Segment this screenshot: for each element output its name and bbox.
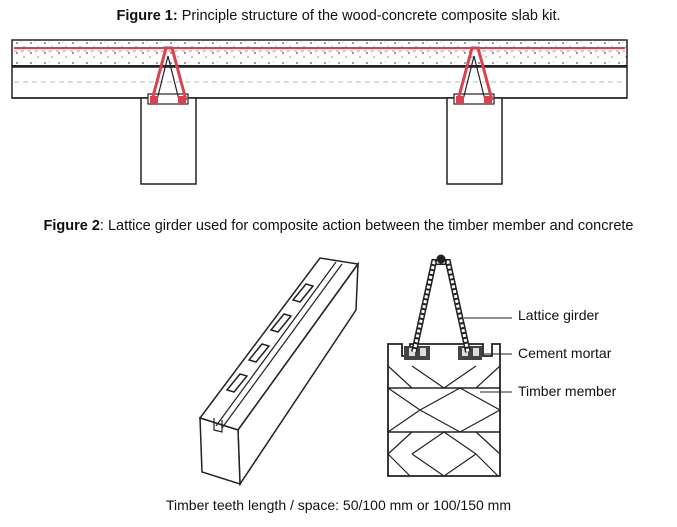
label-timber-member: Timber member xyxy=(518,383,617,399)
figure-2-caption-text: : Lattice girder used for composite acti… xyxy=(99,218,634,234)
figure-2-label: Figure 2 xyxy=(43,218,100,234)
figure-2-caption: Figure 2: Lattice girder used for compos… xyxy=(0,218,677,234)
timber-beam-right xyxy=(446,97,503,185)
timber-tooth xyxy=(225,373,249,393)
timber-beam-left xyxy=(140,97,197,185)
timber-tooth xyxy=(269,313,293,333)
timber-tooth xyxy=(291,283,315,303)
label-cement-mortar: Cement mortar xyxy=(518,345,612,361)
timber-cross-section-figure xyxy=(387,254,512,477)
timber-end-face xyxy=(199,416,241,486)
lattice-girder-section xyxy=(411,254,471,353)
figure-1-caption-text: Principle structure of the wood-concrete… xyxy=(177,8,561,24)
figure-1-label: Figure 1: xyxy=(116,8,178,24)
composite-slab-figure xyxy=(11,39,628,185)
lattice-girder-left xyxy=(147,46,189,105)
footnote: Timber teeth length / space: 50/100 mm o… xyxy=(166,497,511,513)
lattice-girder-right xyxy=(453,46,495,105)
figure-1-caption: Figure 1: Principle structure of the woo… xyxy=(0,8,677,24)
label-lattice-girder: Lattice girder xyxy=(518,307,599,323)
concrete-topping xyxy=(11,39,628,67)
timber-member-section xyxy=(387,343,501,477)
timber-tooth xyxy=(247,343,271,363)
timber-perspective-figure xyxy=(198,257,360,487)
